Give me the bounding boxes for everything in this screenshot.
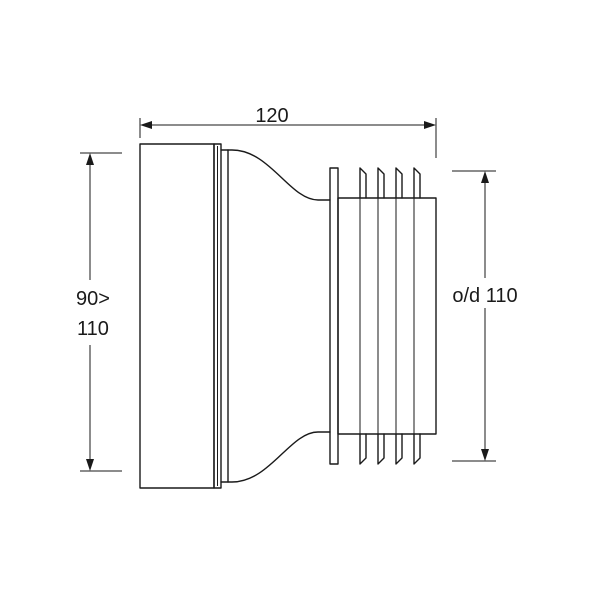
inlet-dimension: 90> 110 (76, 152, 122, 472)
seal-fin-3 (395, 167, 403, 465)
reducer-neck (220, 149, 331, 483)
seal-fin-1 (359, 167, 367, 465)
outlet-label: o/d 110 (452, 285, 517, 307)
seal-fin-4 (413, 167, 421, 465)
inlet-socket (139, 143, 222, 489)
outlet-dimension: o/d 110 (452, 170, 518, 462)
seal-fin-2 (377, 167, 385, 465)
length-label: 120 (255, 105, 288, 127)
inlet-label-line1: 90> (76, 288, 110, 310)
length-dimension: 120 (139, 105, 437, 158)
outlet-spigot (329, 167, 437, 465)
inlet-label-line2: 110 (77, 318, 109, 340)
